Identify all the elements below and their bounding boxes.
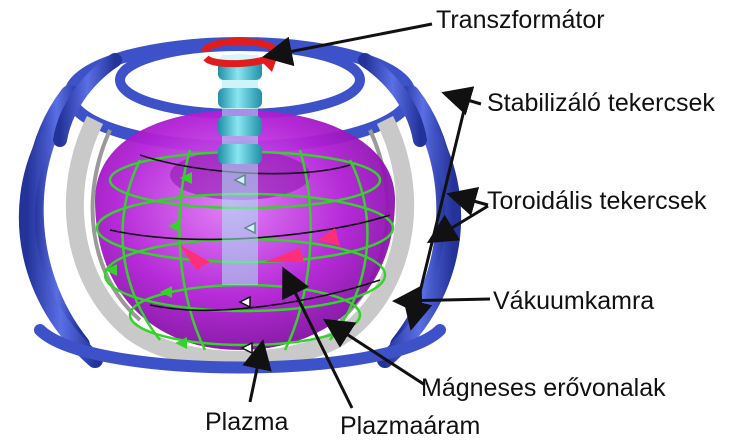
label-vacuum-chamber: Vákuumkamra: [493, 289, 654, 314]
label-transformer: Transzformátor: [436, 8, 605, 33]
label-toroidal-coils: Toroidális tekercsek: [487, 189, 707, 214]
transformer-solenoid: [218, 54, 262, 285]
label-plasma-current: Plazmaáram: [340, 414, 480, 439]
label-plasma: Plazma: [205, 410, 288, 435]
label-magnetic-field-lines: Mágneses erővonalak: [421, 376, 666, 401]
label-stabilizing-coils: Stabilizáló tekercsek: [487, 91, 715, 116]
